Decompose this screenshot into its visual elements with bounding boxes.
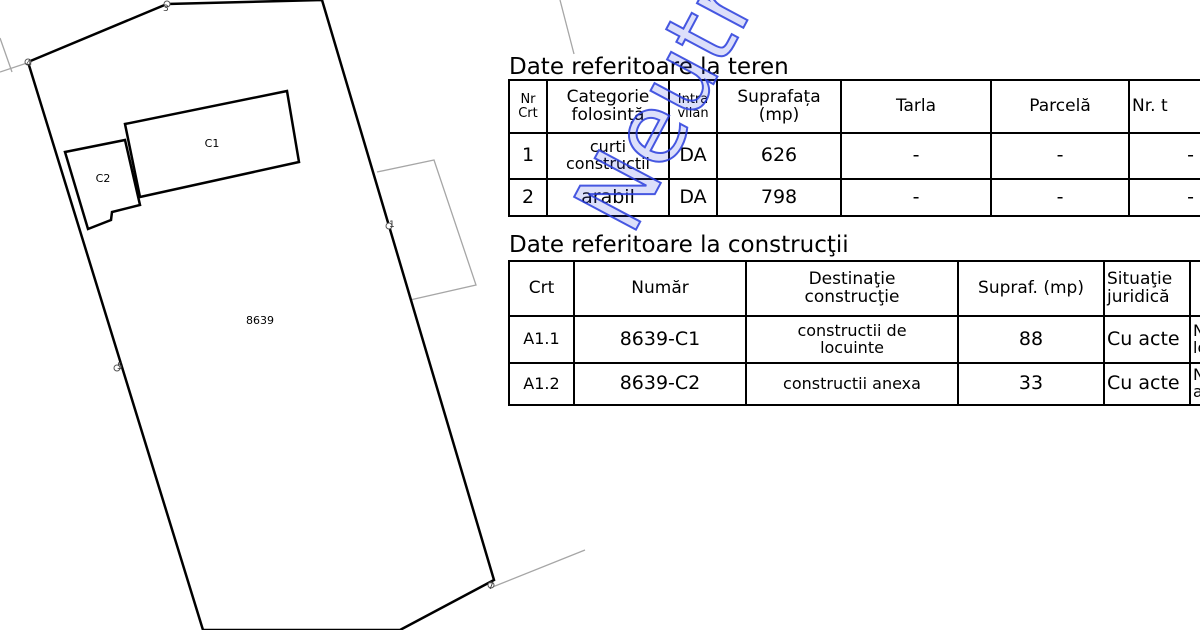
building-c2-label: C2: [96, 172, 111, 185]
cell-intravilan: DA: [668, 178, 718, 217]
cell-destinatie: constructii anexa: [745, 362, 959, 406]
cell-categorie: arabil: [546, 178, 670, 217]
header-observatii: [1189, 260, 1200, 317]
vertex-marker: [24, 58, 32, 66]
cell-situatie: Cu acte: [1103, 362, 1191, 406]
cell-crt: A1.1: [508, 315, 575, 364]
cell-observatii: Nlo: [1189, 315, 1200, 364]
table-row: 2 arabil DA 798 - - -: [508, 178, 1200, 217]
building-c1-label: C1: [205, 137, 220, 150]
cell-suprafata: 798: [716, 178, 842, 217]
vertex-label: 4: [26, 59, 32, 69]
vertex-marker: [113, 364, 121, 372]
cell-situatie: Cu acte: [1103, 315, 1191, 364]
cell-supraf: 33: [957, 362, 1105, 406]
constructii-section-title: Date referitoare la construcţii: [509, 232, 849, 258]
header-numar: Număr: [573, 260, 747, 317]
header-crt: Crt: [508, 260, 575, 317]
vertex-label: 7: [488, 582, 494, 592]
neighbour-lines: [0, 0, 586, 589]
parcel-number-label: 8639: [246, 314, 274, 327]
cell-parcela: -: [990, 132, 1130, 180]
cell-suprafata: 626: [716, 132, 842, 180]
teren-section-title: Date referitoare la teren: [509, 54, 789, 80]
cell-nr: 1: [508, 132, 548, 180]
cell-numar: 8639-C2: [573, 362, 747, 406]
vertex-marker: [385, 222, 393, 230]
vertex-label: 3: [163, 4, 169, 14]
cell-intravilan: DA: [668, 132, 718, 180]
building-c2: [63, 138, 142, 231]
building-c1: [123, 89, 301, 199]
cell-nr: 2: [508, 178, 548, 217]
header-tarla: Tarla: [840, 79, 992, 134]
vertex-label: 5: [117, 362, 123, 372]
cell-supraf: 88: [957, 315, 1105, 364]
cell-observatii: Na: [1189, 362, 1200, 406]
cell-tarla: -: [840, 132, 992, 180]
cell-nr-topo: -: [1128, 132, 1200, 180]
table-row: A1.2 8639-C2 constructii anexa 33 Cu act…: [508, 362, 1200, 406]
header-suprafata: Suprafața(mp): [716, 79, 842, 134]
cell-tarla: -: [840, 178, 992, 217]
vertex-label: 1: [389, 220, 395, 230]
cell-parcela: -: [990, 178, 1130, 217]
header-parcela: Parcelă: [990, 79, 1130, 134]
vertex-marker: [487, 581, 495, 589]
cell-nr-topo: -: [1128, 178, 1200, 217]
header-supraf: Supraf. (mp): [957, 260, 1105, 317]
cell-numar: 8639-C1: [573, 315, 747, 364]
header-nr-topo: Nr. t: [1128, 79, 1200, 134]
cell-crt: A1.2: [508, 362, 575, 406]
vertex-marker: [163, 0, 171, 8]
